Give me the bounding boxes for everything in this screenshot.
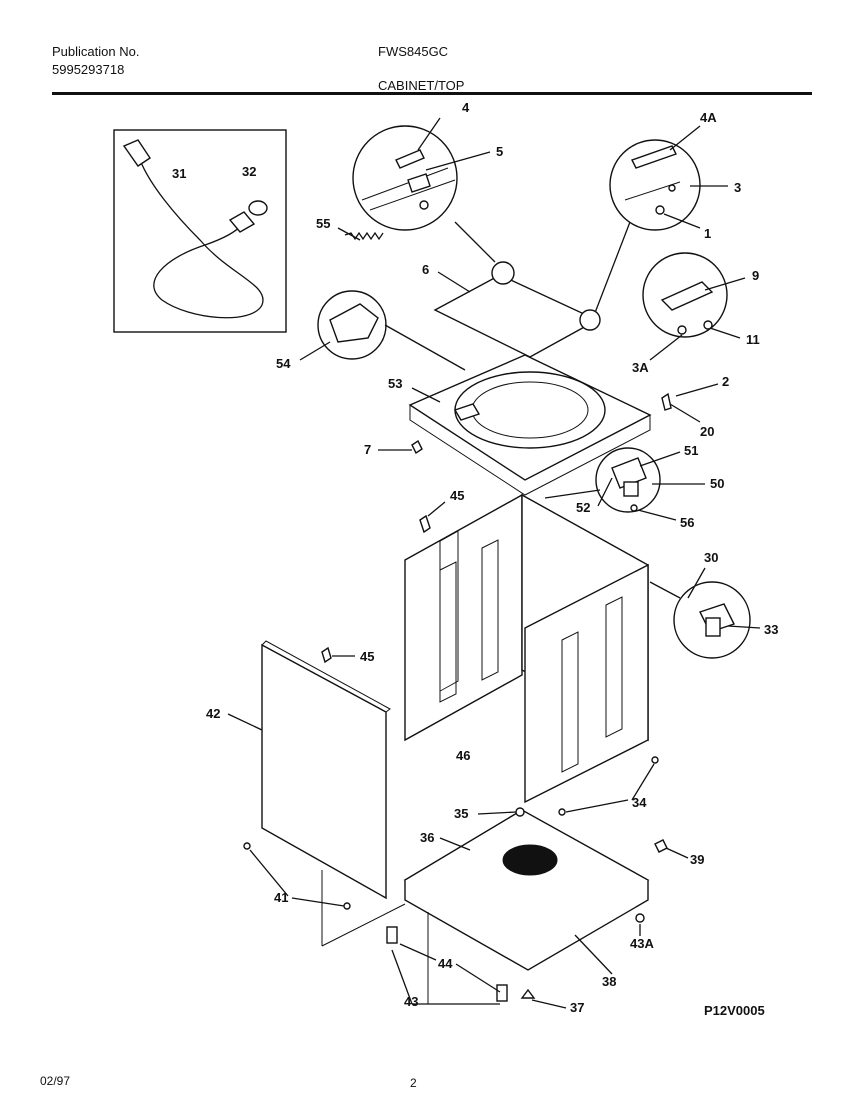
page-number: 2 (410, 1076, 417, 1090)
callout-label: 52 (576, 500, 590, 515)
callout-label: 5 (496, 144, 503, 159)
publication-label: Publication No. (52, 44, 140, 59)
lid (433, 261, 601, 358)
cabinet-hinge-detail (649, 567, 761, 659)
callout-label: 43 (404, 994, 418, 1009)
leveling-legs (386, 912, 567, 1009)
callout-label: 56 (680, 515, 694, 530)
power-cord-inset (113, 129, 287, 333)
callout-label: 53 (388, 376, 402, 391)
callout-label: 3A (632, 360, 649, 375)
callout-label: 11 (746, 332, 760, 347)
cord-clamp (248, 200, 268, 216)
callout-label: 34 (632, 795, 647, 810)
plug-icon (122, 139, 151, 167)
callout-label: 36 (420, 830, 434, 845)
callout-label: 4A (700, 110, 717, 125)
cabinet-side-right (521, 493, 649, 804)
front-panel (227, 640, 391, 900)
callout-label: 39 (690, 852, 704, 867)
callout-label: 9 (752, 268, 759, 283)
cabinet-base (403, 807, 650, 975)
callout-label: 7 (364, 442, 371, 457)
callout-label: 2 (722, 374, 729, 389)
spring (344, 231, 384, 241)
lid-hinge-detail (352, 117, 496, 263)
callout-label: 42 (206, 706, 220, 721)
hinge-bracket-detail (592, 125, 728, 319)
cabinet-top (378, 354, 652, 496)
callout-label: 50 (710, 476, 724, 491)
callout-label: 54 (276, 356, 291, 371)
section-title: CABINET/TOP (378, 78, 465, 93)
callout-label: 51 (684, 443, 698, 458)
bleach-dispenser-detail (299, 290, 466, 371)
callout-label: 44 (438, 956, 453, 971)
callout-label: 30 (704, 550, 718, 565)
diagram-code: P12V0005 (704, 1003, 765, 1018)
callout-label: 4 (462, 100, 470, 115)
callout-label: 35 (454, 806, 468, 821)
callout-label: 33 (764, 622, 778, 637)
header-rule (52, 92, 812, 95)
callout-label: 46 (456, 748, 470, 763)
footer-date: 02/97 (40, 1074, 71, 1088)
lid-switch-detail (642, 252, 746, 361)
callout-label: 3 (734, 180, 741, 195)
lid-lock-detail (544, 447, 705, 521)
cabinet-side-left (404, 493, 523, 742)
callout-label: 41 (274, 890, 288, 905)
callout-label: 6 (422, 262, 429, 277)
callout-label: 20 (700, 424, 714, 439)
callout-label: 1 (704, 226, 711, 241)
callout-label: 37 (570, 1000, 584, 1015)
callout-label: 45 (450, 488, 464, 503)
callout-label: 55 (316, 216, 330, 231)
callout-label: 45 (360, 649, 374, 664)
model-number: FWS845GC (378, 44, 449, 59)
callout-label: 38 (602, 974, 616, 989)
callout-label: 31 (172, 166, 186, 181)
callout-label: 43A (630, 936, 654, 951)
callout-label: 32 (242, 164, 256, 179)
publication-number: 5995293718 (52, 62, 125, 77)
